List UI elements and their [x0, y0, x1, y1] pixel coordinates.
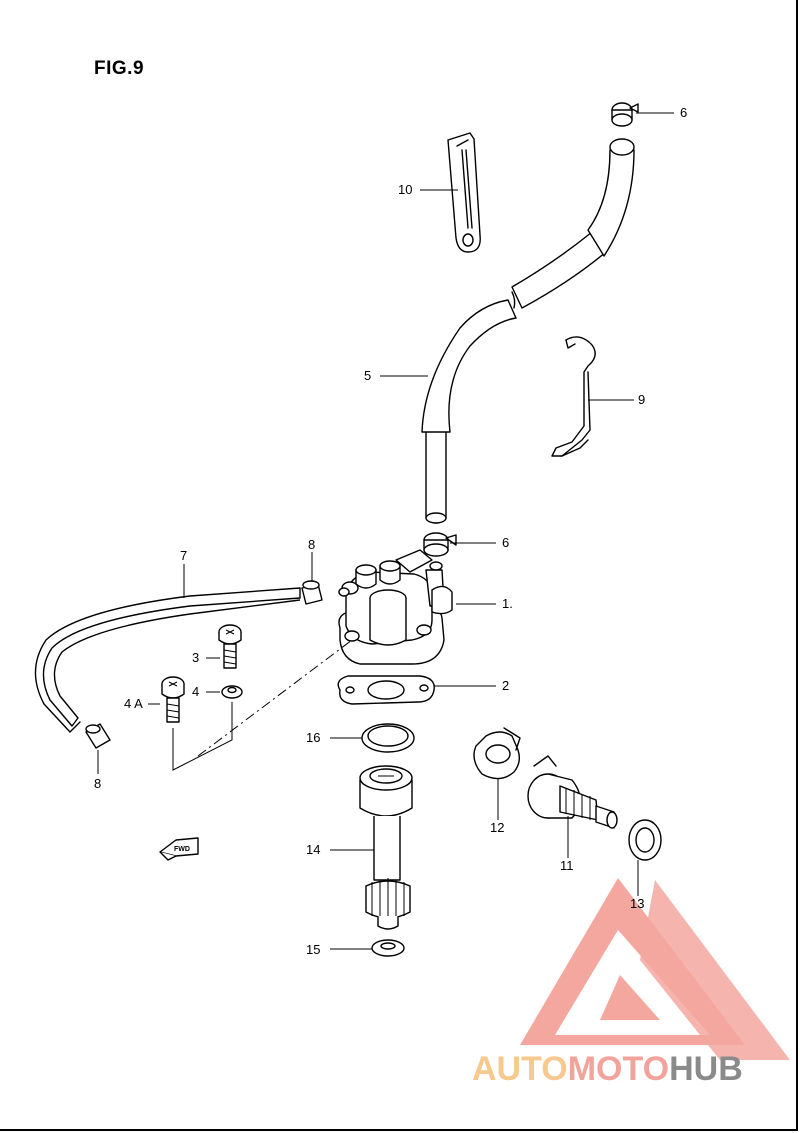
watermark-text: AUTOMOTOHUB	[472, 1050, 743, 1089]
part-8-fitting-lower	[85, 723, 111, 749]
watermark-word-auto: AUTO	[472, 1050, 568, 1088]
callout-7: 7	[180, 548, 187, 563]
part-4-washer	[221, 685, 243, 699]
callout-9: 9	[638, 392, 645, 407]
callout-13: 13	[630, 896, 644, 911]
callout-6-top: 6	[680, 105, 687, 120]
part-7-tube	[34, 587, 301, 733]
part-11-driven-gear	[527, 755, 618, 829]
figure-title: FIG.9	[94, 58, 145, 79]
watermark-word-hub: HUB	[669, 1050, 743, 1088]
part-15-washer	[371, 939, 405, 957]
callout-14: 14	[306, 842, 320, 857]
callout-8-lower: 8	[94, 776, 101, 791]
callout-11: 11	[560, 858, 574, 873]
callout-5: 5	[364, 368, 371, 383]
fwd-label: FWD	[174, 846, 190, 853]
part-2-gasket	[337, 675, 435, 705]
watermark-triangle-core	[600, 975, 660, 1020]
callout-3: 3	[192, 650, 199, 665]
leader-lines	[97, 112, 674, 950]
part-9-wire-clip	[551, 336, 596, 457]
part-5-hose	[421, 138, 635, 524]
watermark-logo	[520, 878, 790, 1060]
watermark-word-moto: MOTO	[567, 1050, 670, 1088]
watermark-triangle-inner	[555, 930, 710, 1035]
callout-labels: 6 10 5 9 6 7 8 1. 3 4 A 4 2 16 8 12 11 1…	[94, 105, 687, 957]
part-10-bracket	[447, 132, 481, 253]
callout-4: 4	[192, 684, 199, 699]
part-8-fitting-upper	[301, 580, 323, 605]
callout-15: 15	[306, 942, 320, 957]
callout-6-lower: 6	[502, 535, 509, 550]
assembly-reference-lines	[172, 639, 353, 771]
part-3-screw	[218, 624, 242, 669]
callout-8-upper: 8	[308, 537, 315, 552]
callout-12: 12	[490, 820, 504, 835]
callout-2: 2	[502, 678, 509, 693]
part-6-clamp-lower	[423, 532, 457, 557]
watermark-triangle-right	[640, 880, 790, 1060]
part-1-pump-body	[338, 549, 453, 665]
part-16-o-ring	[361, 723, 415, 753]
part-13-oil-seal	[628, 819, 662, 861]
part-14-drive-gear	[359, 765, 413, 930]
part-4a-screw	[161, 676, 185, 723]
callout-4a: 4 A	[124, 696, 143, 711]
callout-16: 16	[306, 730, 320, 745]
fwd-marker: FWD	[159, 837, 199, 861]
callout-10: 10	[398, 182, 412, 197]
part-6-clamp-top	[611, 102, 639, 127]
part-12-retainer	[473, 727, 521, 780]
callout-1: 1.	[502, 596, 513, 611]
